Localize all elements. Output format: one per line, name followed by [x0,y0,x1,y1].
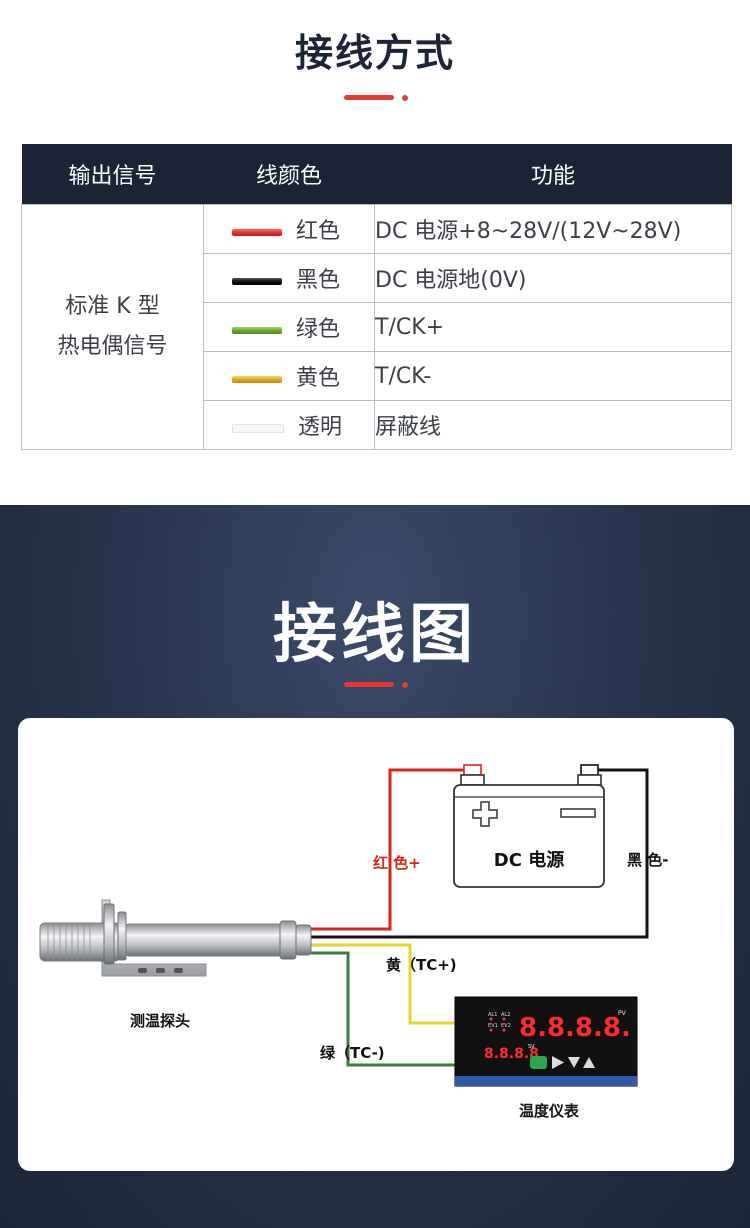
red-wire [311,768,467,931]
table-row: 黑色 DC 电源地(0V) [22,253,732,303]
wire-color-name: 透明 [298,415,343,440]
meter-sv-tag: SV [528,1044,535,1050]
meter-pv-display: 8.8.8.8. [519,1013,631,1043]
title2-underline-bar [344,682,394,687]
title2-underline-dot [402,682,408,688]
yellow-wire-swatch [232,375,282,383]
meter-right-button [552,1056,564,1069]
green-wire-swatch [232,326,282,334]
temperature-meter-icon: 8.8.8.8. PV 8.8.8.8 SV AL1 AL2 EV1 EV2 温… [454,996,638,1120]
diagram-card: DC 电源 红 色+ 黑 色- 黄（TC+) 绿（TC-) [18,718,734,1171]
header-wire-color: 线颜色 [203,144,375,205]
signal-type-line1: 标准 K 型 [65,294,160,319]
signal-type-cell: 标准 K 型 热电偶信号 [21,204,204,450]
table-header-row: 输出信号 线颜色 功能 [21,144,732,205]
function-cell: DC 电源地(0V) [374,253,732,303]
wiring-method-title: 接线方式 [294,31,455,75]
meter-label: 温度仪表 [519,1102,580,1120]
header-output-signal: 输出信号 [21,144,204,205]
title-underline-dot [402,95,408,101]
yellow-wire [311,943,455,1025]
function-cell: 屏蔽线 [374,400,732,450]
black-wire [311,768,649,939]
function-cell: T/CK+ [374,302,732,352]
function-cell: DC 电源+8~28V/(12V~28V) [374,204,732,254]
wire-color-cell: 绿色 [203,302,375,352]
wire-color-cell: 黑色 [203,253,375,303]
table-row: 黄色 T/CK- [22,351,732,401]
meter-down-button [568,1057,580,1068]
meter-ev2: EV2 [501,1023,511,1029]
wiring-diagram-title: 接线图 [273,598,477,672]
yellow-wire-label: 黄（TC+) [386,956,457,974]
probe-icon: 测温探头 [39,899,312,1030]
red-wire-swatch [232,228,282,236]
meter-up-button [583,1057,595,1068]
wire-color-cell: 黄色 [203,351,375,401]
green-wire-label: 绿（TC-) [320,1044,385,1062]
signal-type-line2: 热电偶信号 [57,334,168,359]
power-label: DC 电源 [494,849,564,871]
black-wire-label: 黑 色- [627,851,668,869]
meter-ev1: EV1 [488,1023,498,1029]
meter-sv-display: 8.8.8.8 [484,1046,539,1062]
wiring-method-section: 接线方式 输出信号 线颜色 功能 标准 K 型 热电偶信号 红色 DC 电源+8… [0,0,750,505]
function-cell: T/CK- [374,351,732,401]
wire-color-name: 黑色 [296,268,341,293]
meter-set-button [530,1056,547,1069]
wire-color-cell: 红色 [203,204,375,254]
clear-wire-swatch [232,423,284,433]
meter-al2: AL2 [501,1012,510,1018]
wire-color-name: 黄色 [296,366,341,391]
title-underline-bar [344,95,394,100]
wire-color-name: 红色 [296,219,341,244]
probe-label: 测温探头 [130,1012,190,1030]
meter-al1: AL1 [488,1012,497,1018]
wiring-table: 输出信号 线颜色 功能 标准 K 型 热电偶信号 红色 DC 电源+8~28V/… [21,144,732,450]
black-wire-swatch [232,277,282,285]
wiring-diagram: DC 电源 红 色+ 黑 色- 黄（TC+) 绿（TC-) [39,764,668,1120]
table-row: 标准 K 型 热电偶信号 红色 DC 电源+8~28V/(12V~28V) [21,204,732,450]
table-row: 绿色 T/CK+ [22,302,732,352]
header-function: 功能 [374,144,732,205]
meter-pv-tag: PV [618,1010,627,1017]
wiring-diagram-section: 接线图 [0,505,750,1228]
wire-color-cell: 透明 [203,400,375,450]
table-row: 透明 屏蔽线 [22,400,732,450]
green-wire [311,951,455,1067]
red-wire-label: 红 色+ [373,854,421,872]
battery-icon: DC 电源 [453,764,605,888]
wire-color-name: 绿色 [296,317,341,342]
